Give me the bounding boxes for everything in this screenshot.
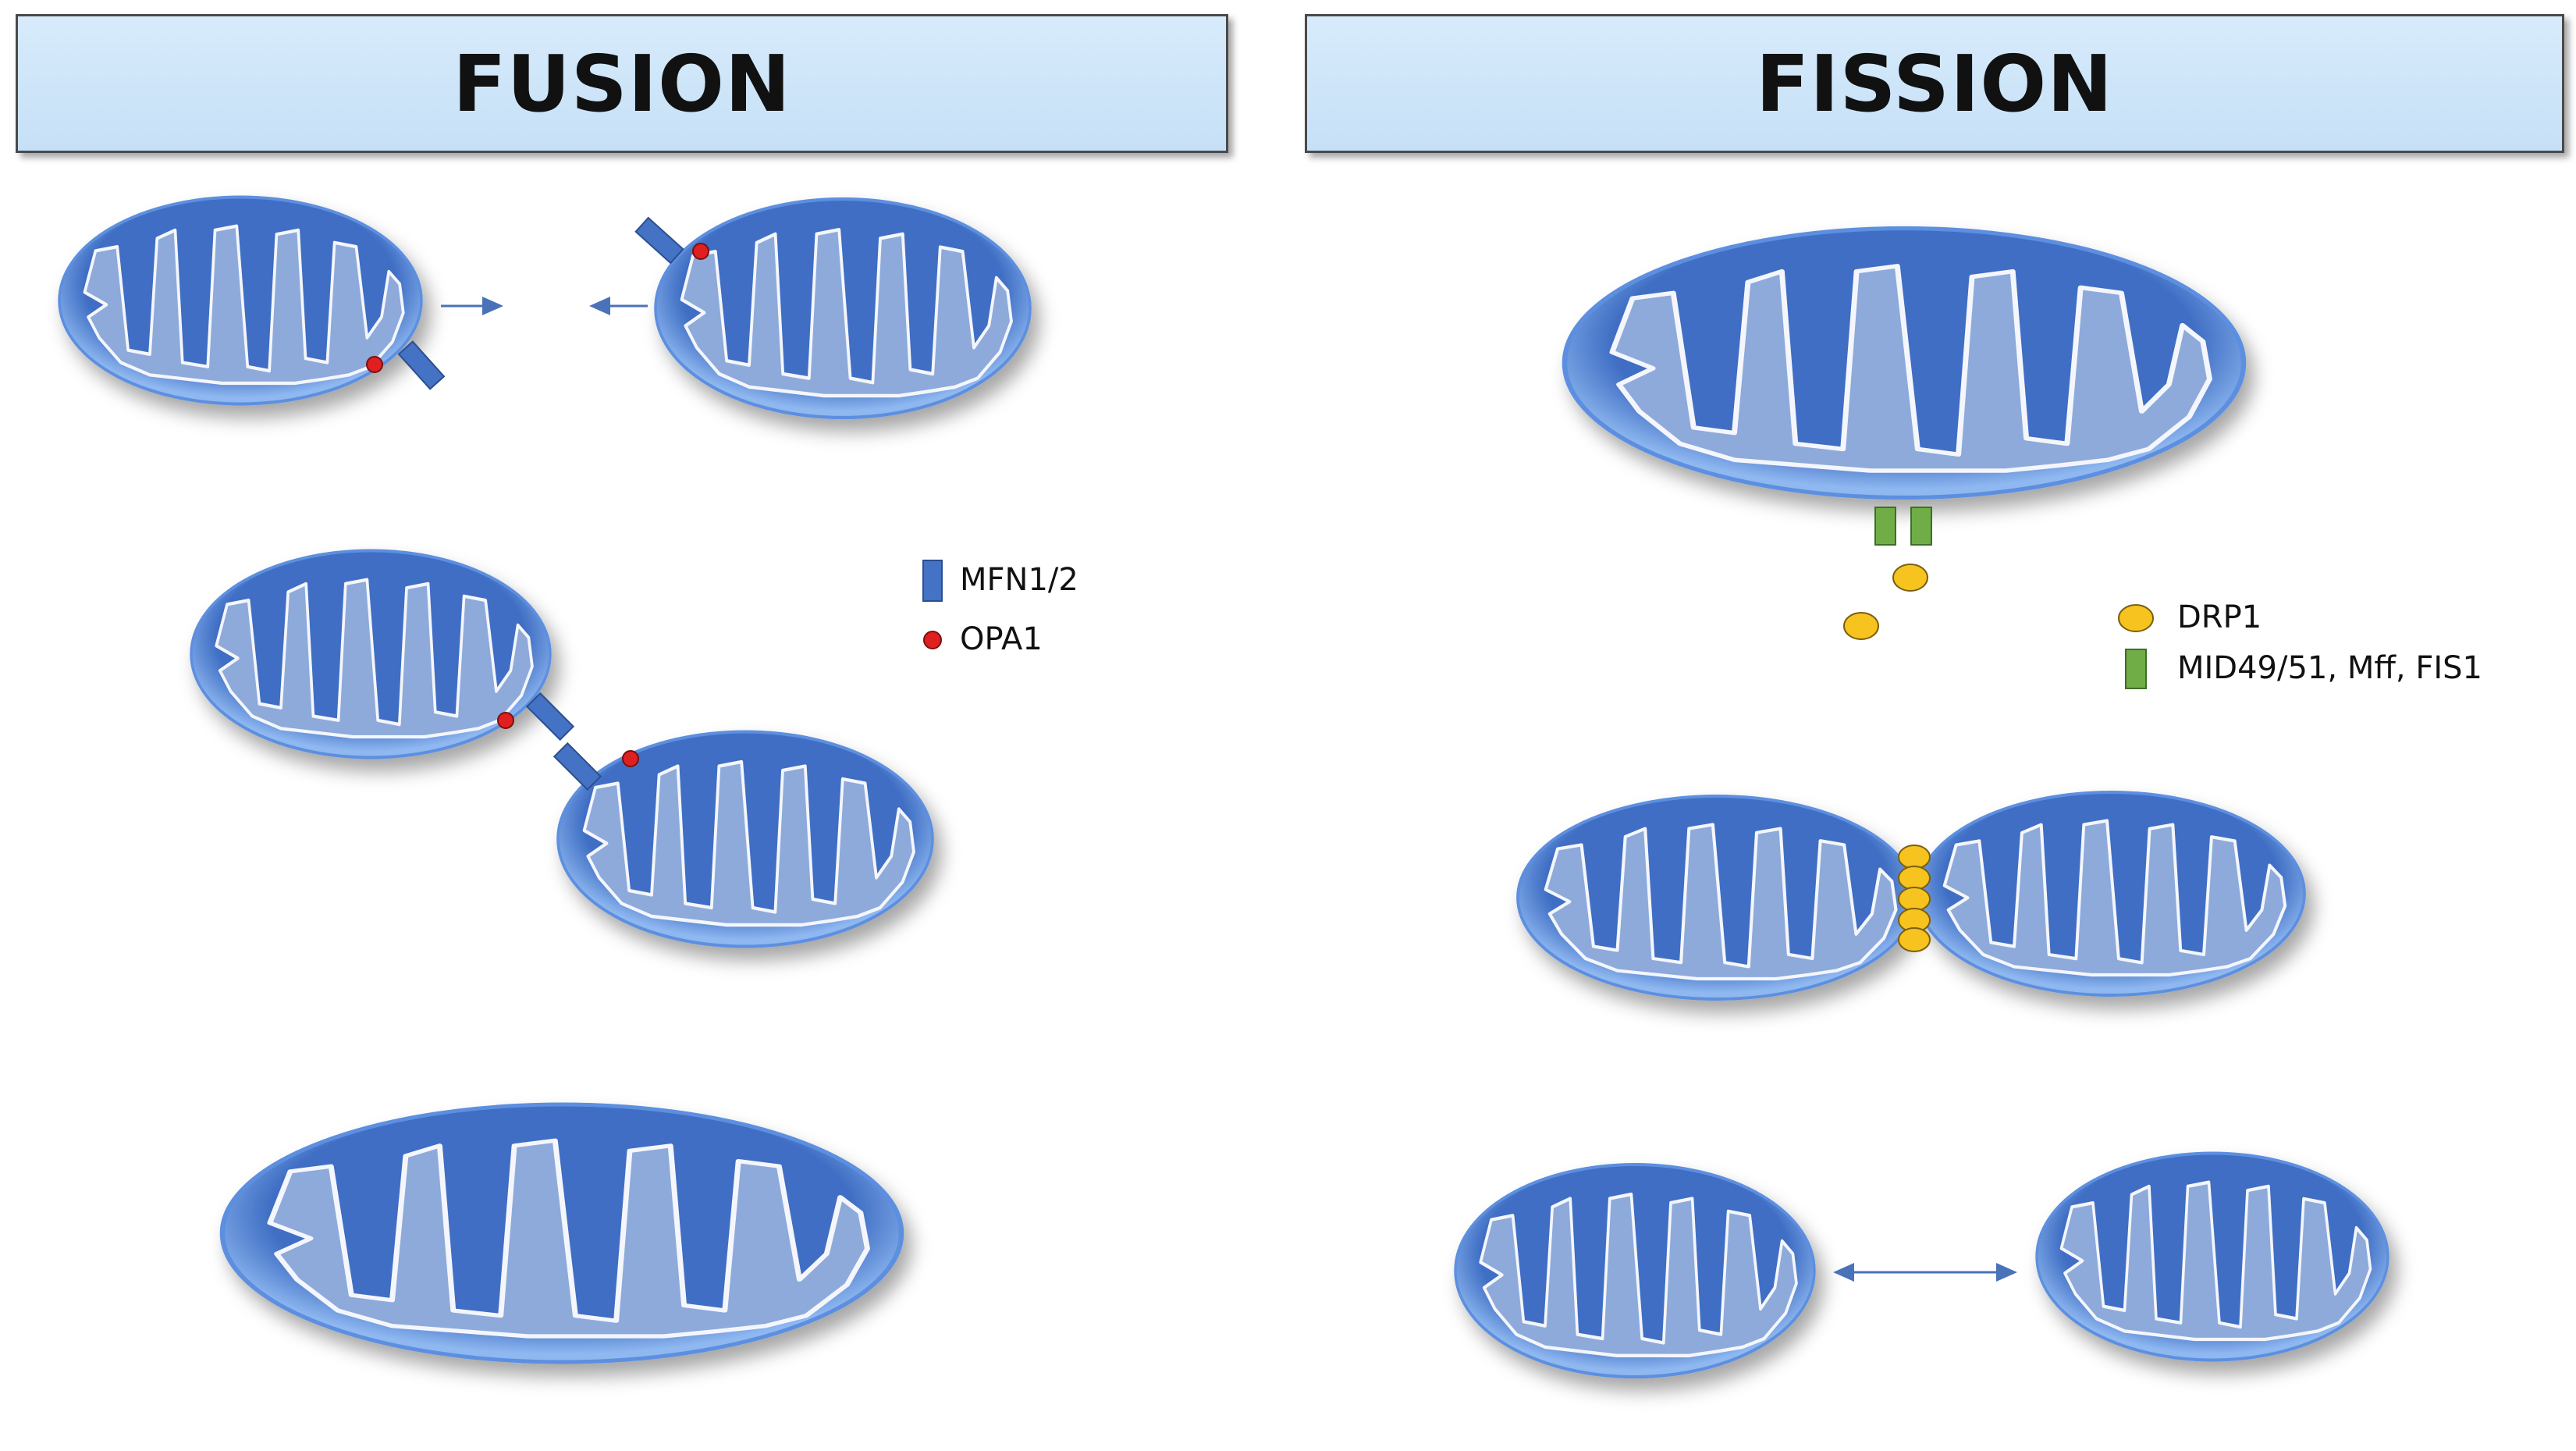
fusion-mito-upper-2 [191,551,550,758]
fusion-mito-right-1 [656,199,1030,418]
legend-mfn: MFN1/2 [960,562,1078,598]
drp1-legend-swatch [2118,604,2154,632]
daughter-mito-left [1455,1165,1814,1377]
fission-title: FISSION [1756,37,2113,130]
mfn-bar [525,692,575,742]
fission-receptor-bar [1910,507,1932,546]
fusion-mito-left-1 [59,197,421,404]
dividing-mito-left [1518,796,1916,999]
legend-drp1-label: DRP1 [2177,599,2262,635]
mfn-bar [397,340,446,390]
opa1-dot [622,750,639,767]
opa1-legend-swatch [923,631,942,649]
fused-mitochondrion [222,1104,901,1362]
fusion-mito-lower-2 [558,732,933,947]
parent-mitochondrion [1565,229,2244,498]
drp1-ring [1898,845,1931,952]
legend-opa1: OPA1 [960,621,1043,657]
legend-receptors-label: MID49/51, Mff, FIS1 [2177,650,2482,686]
mfn-bar [553,742,602,791]
opa1-dot [497,712,514,729]
legend-receptors: MID49/51, Mff, FIS1 [2177,650,2482,686]
dividing-mito-right [1917,792,2304,995]
fusion-header: FUSION [16,14,1228,153]
fusion-title: FUSION [453,37,791,130]
fission-header: FISSION [1305,14,2564,153]
mfn-legend-swatch [922,560,943,602]
daughter-mito-right [2037,1154,2388,1360]
drp1-oval [1892,564,1928,592]
receptor-legend-swatch [2125,649,2147,689]
legend-opa1-label: OPA1 [960,621,1043,657]
opa1-dot [692,243,709,260]
drp1-oval [1843,612,1879,640]
mfn-bar [634,216,684,265]
fission-receptor-bar [1874,507,1896,546]
legend-drp1: DRP1 [2177,599,2262,635]
legend-mfn-label: MFN1/2 [960,562,1078,598]
opa1-dot [366,356,383,373]
